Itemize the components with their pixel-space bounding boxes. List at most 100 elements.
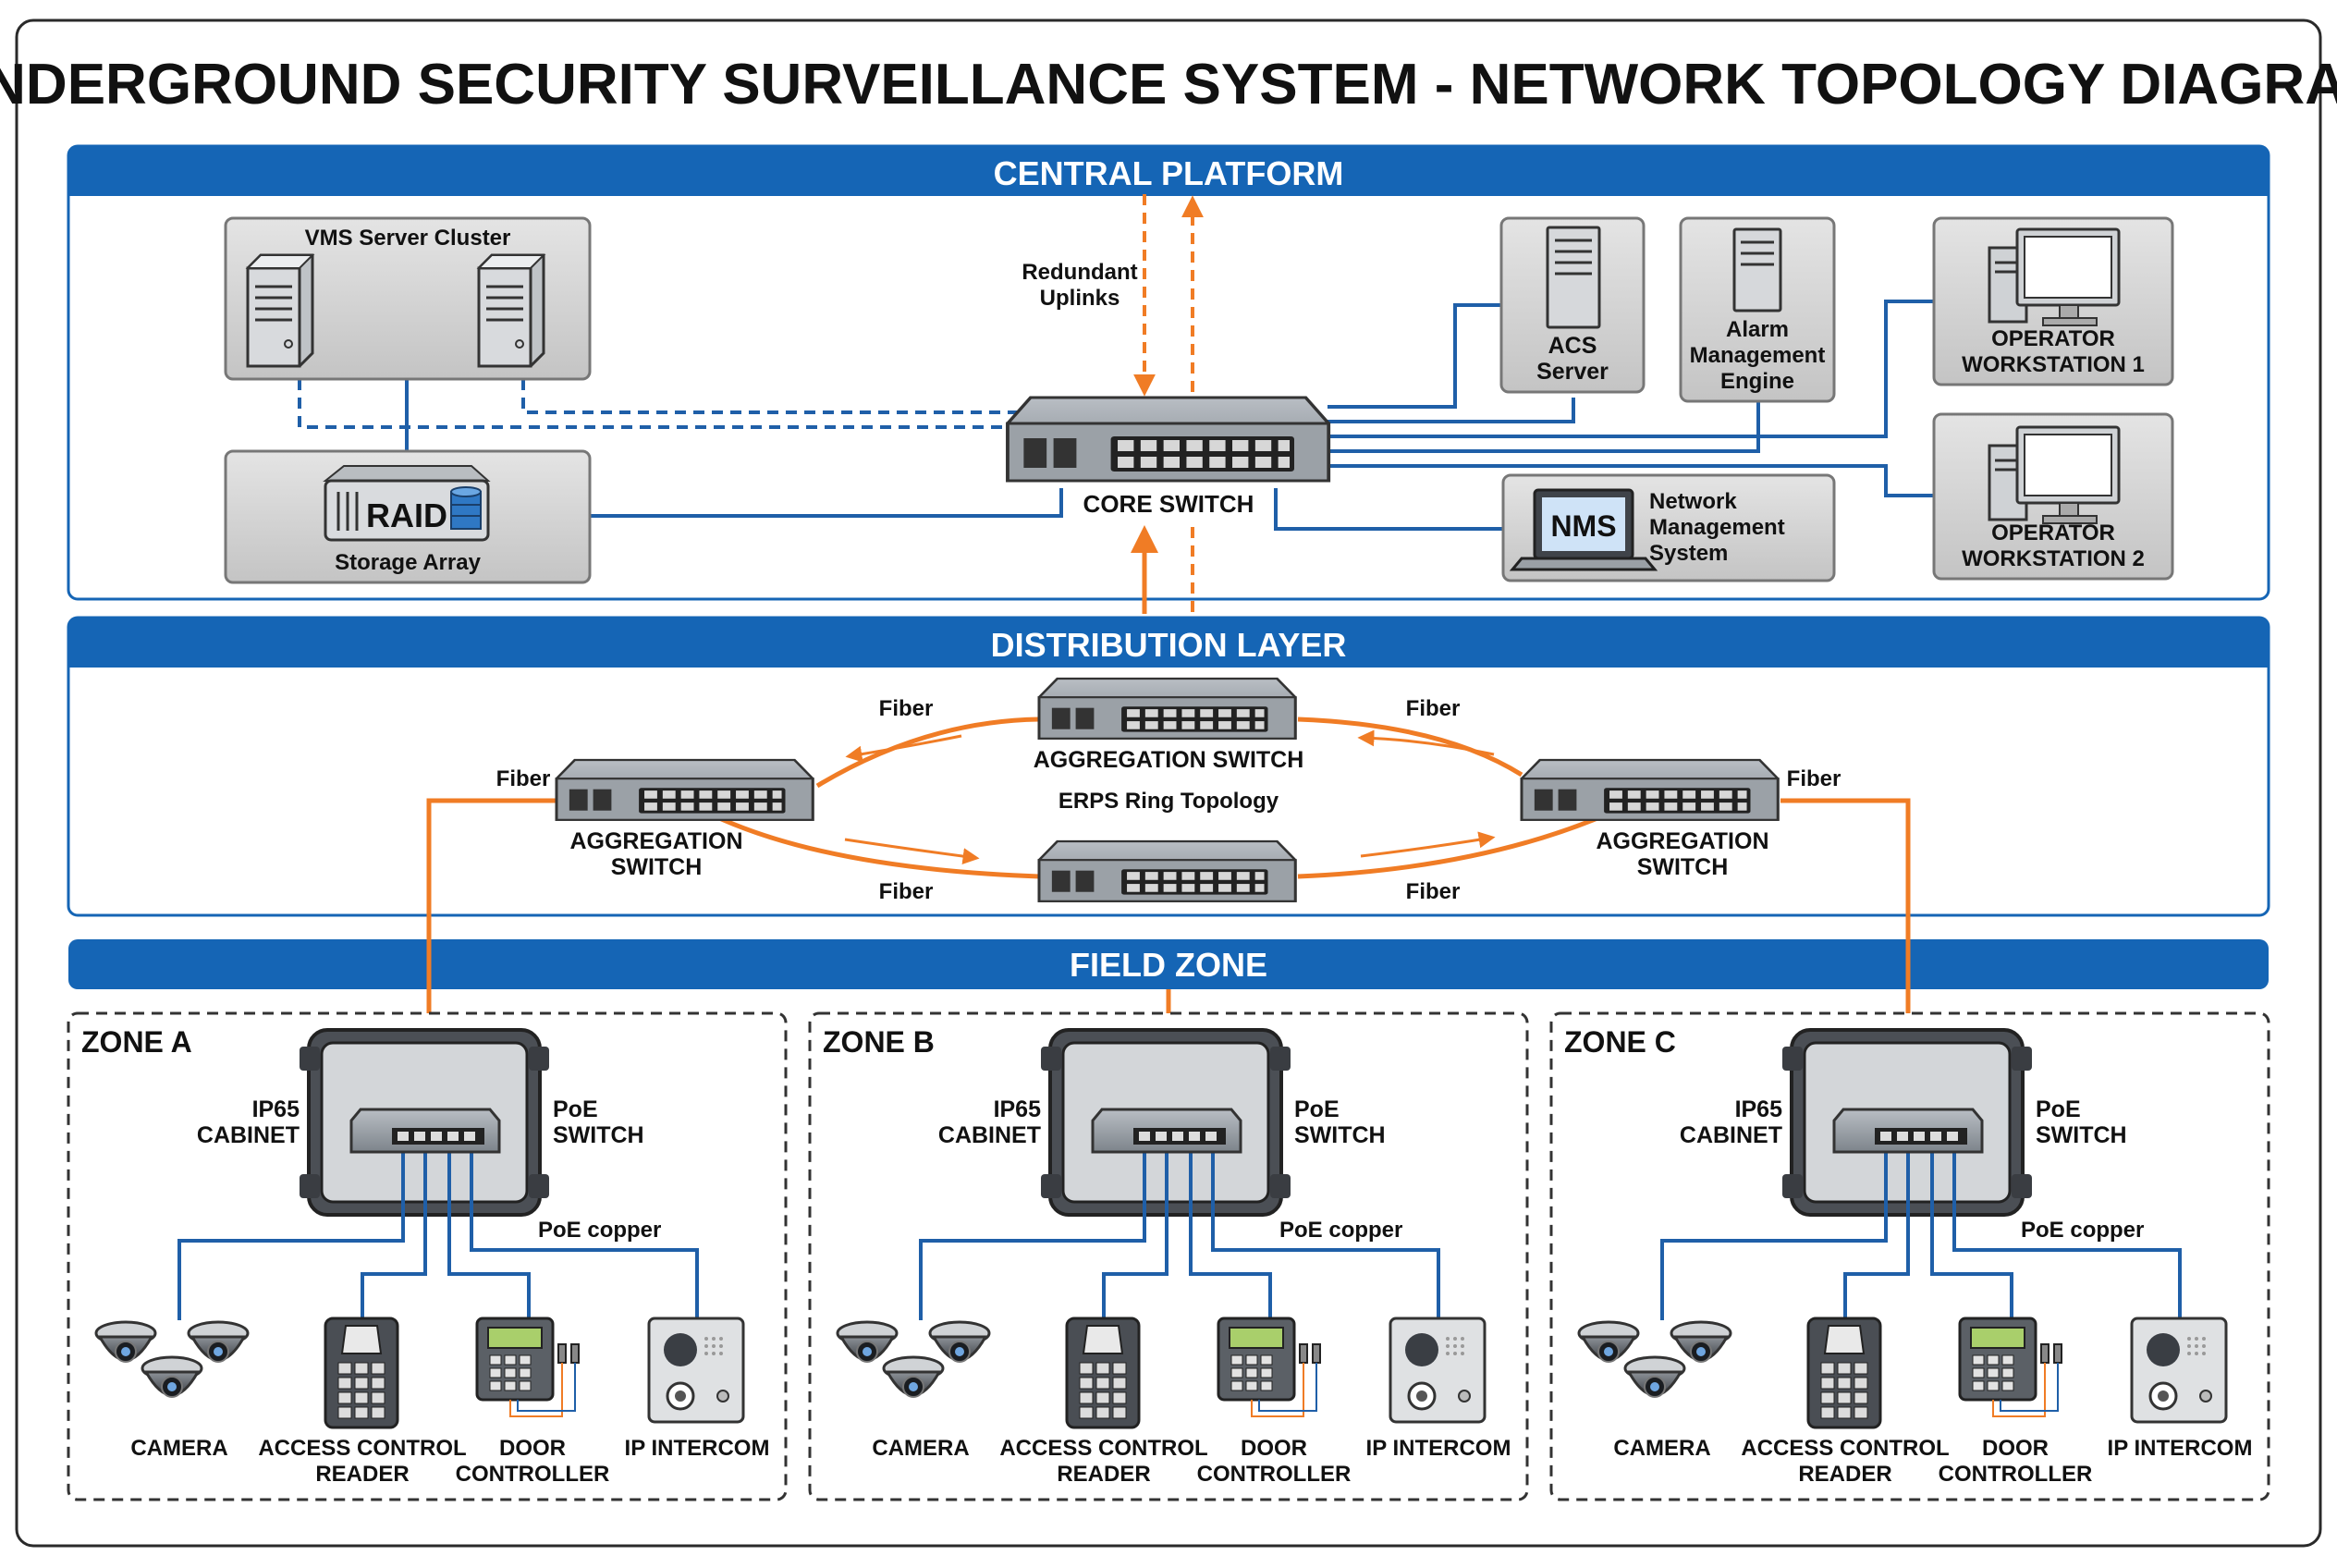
zone-title: ZONE A bbox=[81, 1025, 192, 1059]
raid-text: RAID bbox=[366, 496, 447, 534]
poe-copper-label: PoE copper bbox=[1279, 1218, 1402, 1243]
op2-label-2: WORKSTATION 2 bbox=[1962, 546, 2145, 571]
vms-server-cluster: VMS Server Cluster bbox=[224, 216, 592, 381]
erps-ring bbox=[716, 717, 1609, 879]
agg-left-label-2: SWITCH bbox=[611, 854, 703, 880]
acs-label: ACS bbox=[1548, 333, 1597, 359]
door-label-2: CONTROLLER bbox=[456, 1462, 610, 1487]
cabinet-label: IP65 bbox=[1735, 1096, 1783, 1122]
section-header-central: CENTRAL PLATFORM bbox=[994, 154, 1344, 192]
fiber-label: Fiber bbox=[879, 696, 934, 721]
door-label-2: CONTROLLER bbox=[1197, 1462, 1352, 1487]
poe-switch-icon bbox=[1091, 1108, 1242, 1154]
vms-cluster-label: VMS Server Cluster bbox=[305, 226, 511, 251]
acs-server: ACS Server bbox=[1499, 216, 1646, 394]
core-switch: CORE SWITCH bbox=[1006, 396, 1331, 518]
switch-icon bbox=[1037, 677, 1297, 741]
laptop-icon bbox=[1509, 488, 1658, 571]
door-label: DOOR bbox=[499, 1436, 566, 1461]
nms-badge: NMS bbox=[1550, 509, 1616, 543]
storage-array: RAID Storage Array bbox=[224, 449, 592, 584]
camera-label: CAMERA bbox=[1613, 1436, 1710, 1461]
op1-label: OPERATOR bbox=[1991, 326, 2115, 351]
page-title: UNDERGROUND SECURITY SURVEILLANCE SYSTEM… bbox=[0, 53, 2337, 116]
storage-label: Storage Array bbox=[335, 550, 481, 575]
zone-b: ZONE B IP65 CABINET PoE SWITCH PoE coppe… bbox=[808, 1011, 1529, 1501]
aggregation-switch-bottom bbox=[1037, 839, 1297, 903]
redundant-uplinks-label: Redundant bbox=[1022, 260, 1137, 285]
poe-switch-icon bbox=[1832, 1108, 1984, 1154]
door-label: DOOR bbox=[1982, 1436, 2049, 1461]
distribution-layer-section: DISTRIBUTION LAYER bbox=[67, 616, 2270, 917]
agg-right-label: AGGREGATION bbox=[1596, 828, 1768, 854]
poe-switch-label-2: SWITCH bbox=[1294, 1122, 1386, 1148]
aggregation-switch-top: AGGREGATION SWITCH ERPS Ring Topology bbox=[1034, 677, 1304, 814]
zone-c: ZONE C IP65 CABINET PoE SWITCH PoE coppe… bbox=[1549, 1011, 2270, 1501]
intercom-label: IP INTERCOM bbox=[625, 1436, 770, 1461]
switch-icon bbox=[555, 758, 814, 822]
poe-switch-label-2: SWITCH bbox=[2036, 1122, 2127, 1148]
cabinet-label-2: CABINET bbox=[938, 1122, 1041, 1148]
acr-label: ACCESS CONTROL bbox=[1741, 1436, 1949, 1461]
acr-label: ACCESS CONTROL bbox=[258, 1436, 466, 1461]
field-zone-section: FIELD ZONE bbox=[68, 939, 2269, 989]
acr-label-2: READER bbox=[315, 1462, 409, 1487]
intercom-icon bbox=[647, 1317, 745, 1424]
switch-icon bbox=[1520, 758, 1780, 822]
poe-copper-label: PoE copper bbox=[2021, 1218, 2144, 1243]
section-header-field: FIELD ZONE bbox=[1070, 946, 1267, 984]
server-icon bbox=[246, 253, 314, 368]
fiber-label: Fiber bbox=[879, 879, 934, 904]
zone-a: ZONE A IP65 CABINET PoE SWITCH PoE coppe… bbox=[67, 1011, 788, 1501]
poe-copper-label: PoE copper bbox=[538, 1218, 661, 1243]
raid-icon bbox=[324, 479, 490, 542]
alarm-management-engine: Alarm Management Engine bbox=[1679, 216, 1836, 403]
camera-label: CAMERA bbox=[872, 1436, 969, 1461]
poe-switch-label: PoE bbox=[1294, 1096, 1340, 1122]
acr-label-2: READER bbox=[1798, 1462, 1891, 1487]
operator-workstation-1: OPERATOR WORKSTATION 1 bbox=[1932, 216, 2174, 386]
switch-icon bbox=[1037, 839, 1297, 903]
operator-workstation-2: OPERATOR WORKSTATION 2 bbox=[1932, 412, 2174, 581]
alarm-label: Alarm bbox=[1726, 317, 1789, 342]
fiber-label: Fiber bbox=[496, 766, 551, 791]
intercom-icon bbox=[1389, 1317, 1487, 1424]
nms-label-3: System bbox=[1649, 541, 1728, 566]
poe-switch-icon bbox=[349, 1108, 501, 1154]
section-header-distribution: DISTRIBUTION LAYER bbox=[991, 626, 1347, 664]
access-reader-icon bbox=[324, 1317, 399, 1429]
acs-label-2: Server bbox=[1536, 359, 1609, 385]
cabinet-label: IP65 bbox=[252, 1096, 300, 1122]
intercom-label: IP INTERCOM bbox=[2108, 1436, 2253, 1461]
fiber-label: Fiber bbox=[1406, 696, 1461, 721]
nms-label-2: Management bbox=[1649, 515, 1785, 540]
intercom-label: IP INTERCOM bbox=[1366, 1436, 1511, 1461]
redundant-uplinks-label-2: Uplinks bbox=[1040, 286, 1120, 311]
door-label: DOOR bbox=[1241, 1436, 1307, 1461]
alarm-label-2: Management bbox=[1690, 343, 1826, 368]
cabinet-label-2: CABINET bbox=[197, 1122, 300, 1148]
erps-ring-label: ERPS Ring Topology bbox=[1058, 789, 1279, 814]
poe-switch-label-2: SWITCH bbox=[553, 1122, 644, 1148]
agg-right-label-2: SWITCH bbox=[1637, 854, 1729, 880]
poe-switch-label: PoE bbox=[553, 1096, 598, 1122]
zone-title: ZONE B bbox=[823, 1025, 935, 1059]
server-icon bbox=[1546, 226, 1601, 329]
acr-label: ACCESS CONTROL bbox=[999, 1436, 1207, 1461]
aggregation-switch-right: AGGREGATION SWITCH bbox=[1520, 758, 1780, 880]
server-icon bbox=[1732, 227, 1782, 312]
access-reader-icon bbox=[1806, 1317, 1882, 1429]
intercom-icon bbox=[2130, 1317, 2228, 1424]
door-label-2: CONTROLLER bbox=[1939, 1462, 2093, 1487]
cabinet-label: IP65 bbox=[994, 1096, 1042, 1122]
network-management-system: NMS Network Management System bbox=[1501, 473, 1836, 582]
agg-top-label: AGGREGATION SWITCH bbox=[1034, 747, 1304, 773]
database-icon bbox=[450, 486, 482, 530]
access-reader-icon bbox=[1065, 1317, 1141, 1429]
core-switch-label: CORE SWITCH bbox=[1083, 490, 1254, 518]
acr-label-2: READER bbox=[1057, 1462, 1150, 1487]
server-icon bbox=[477, 253, 545, 368]
fiber-label: Fiber bbox=[1406, 879, 1461, 904]
aggregation-switch-left: AGGREGATION SWITCH bbox=[555, 758, 814, 880]
